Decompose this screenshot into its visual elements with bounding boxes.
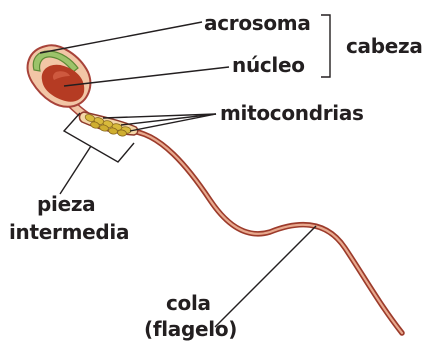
acrosoma-leader xyxy=(40,22,202,53)
cabeza-label: cabeza xyxy=(346,36,423,56)
acrosoma-label: acrosoma xyxy=(204,13,311,33)
nucleo-label: núcleo xyxy=(232,55,305,75)
mitocondrias-label: mitocondrias xyxy=(220,103,364,123)
pieza-leader xyxy=(60,146,91,194)
head xyxy=(28,45,91,106)
intermedia-label: intermedia xyxy=(9,222,129,242)
cola-leader xyxy=(215,226,316,327)
cola-label: cola xyxy=(166,293,211,313)
pieza-label: pieza xyxy=(37,194,95,214)
cabeza-bracket xyxy=(321,15,330,77)
flagelo-label: (flagelo) xyxy=(144,319,237,339)
